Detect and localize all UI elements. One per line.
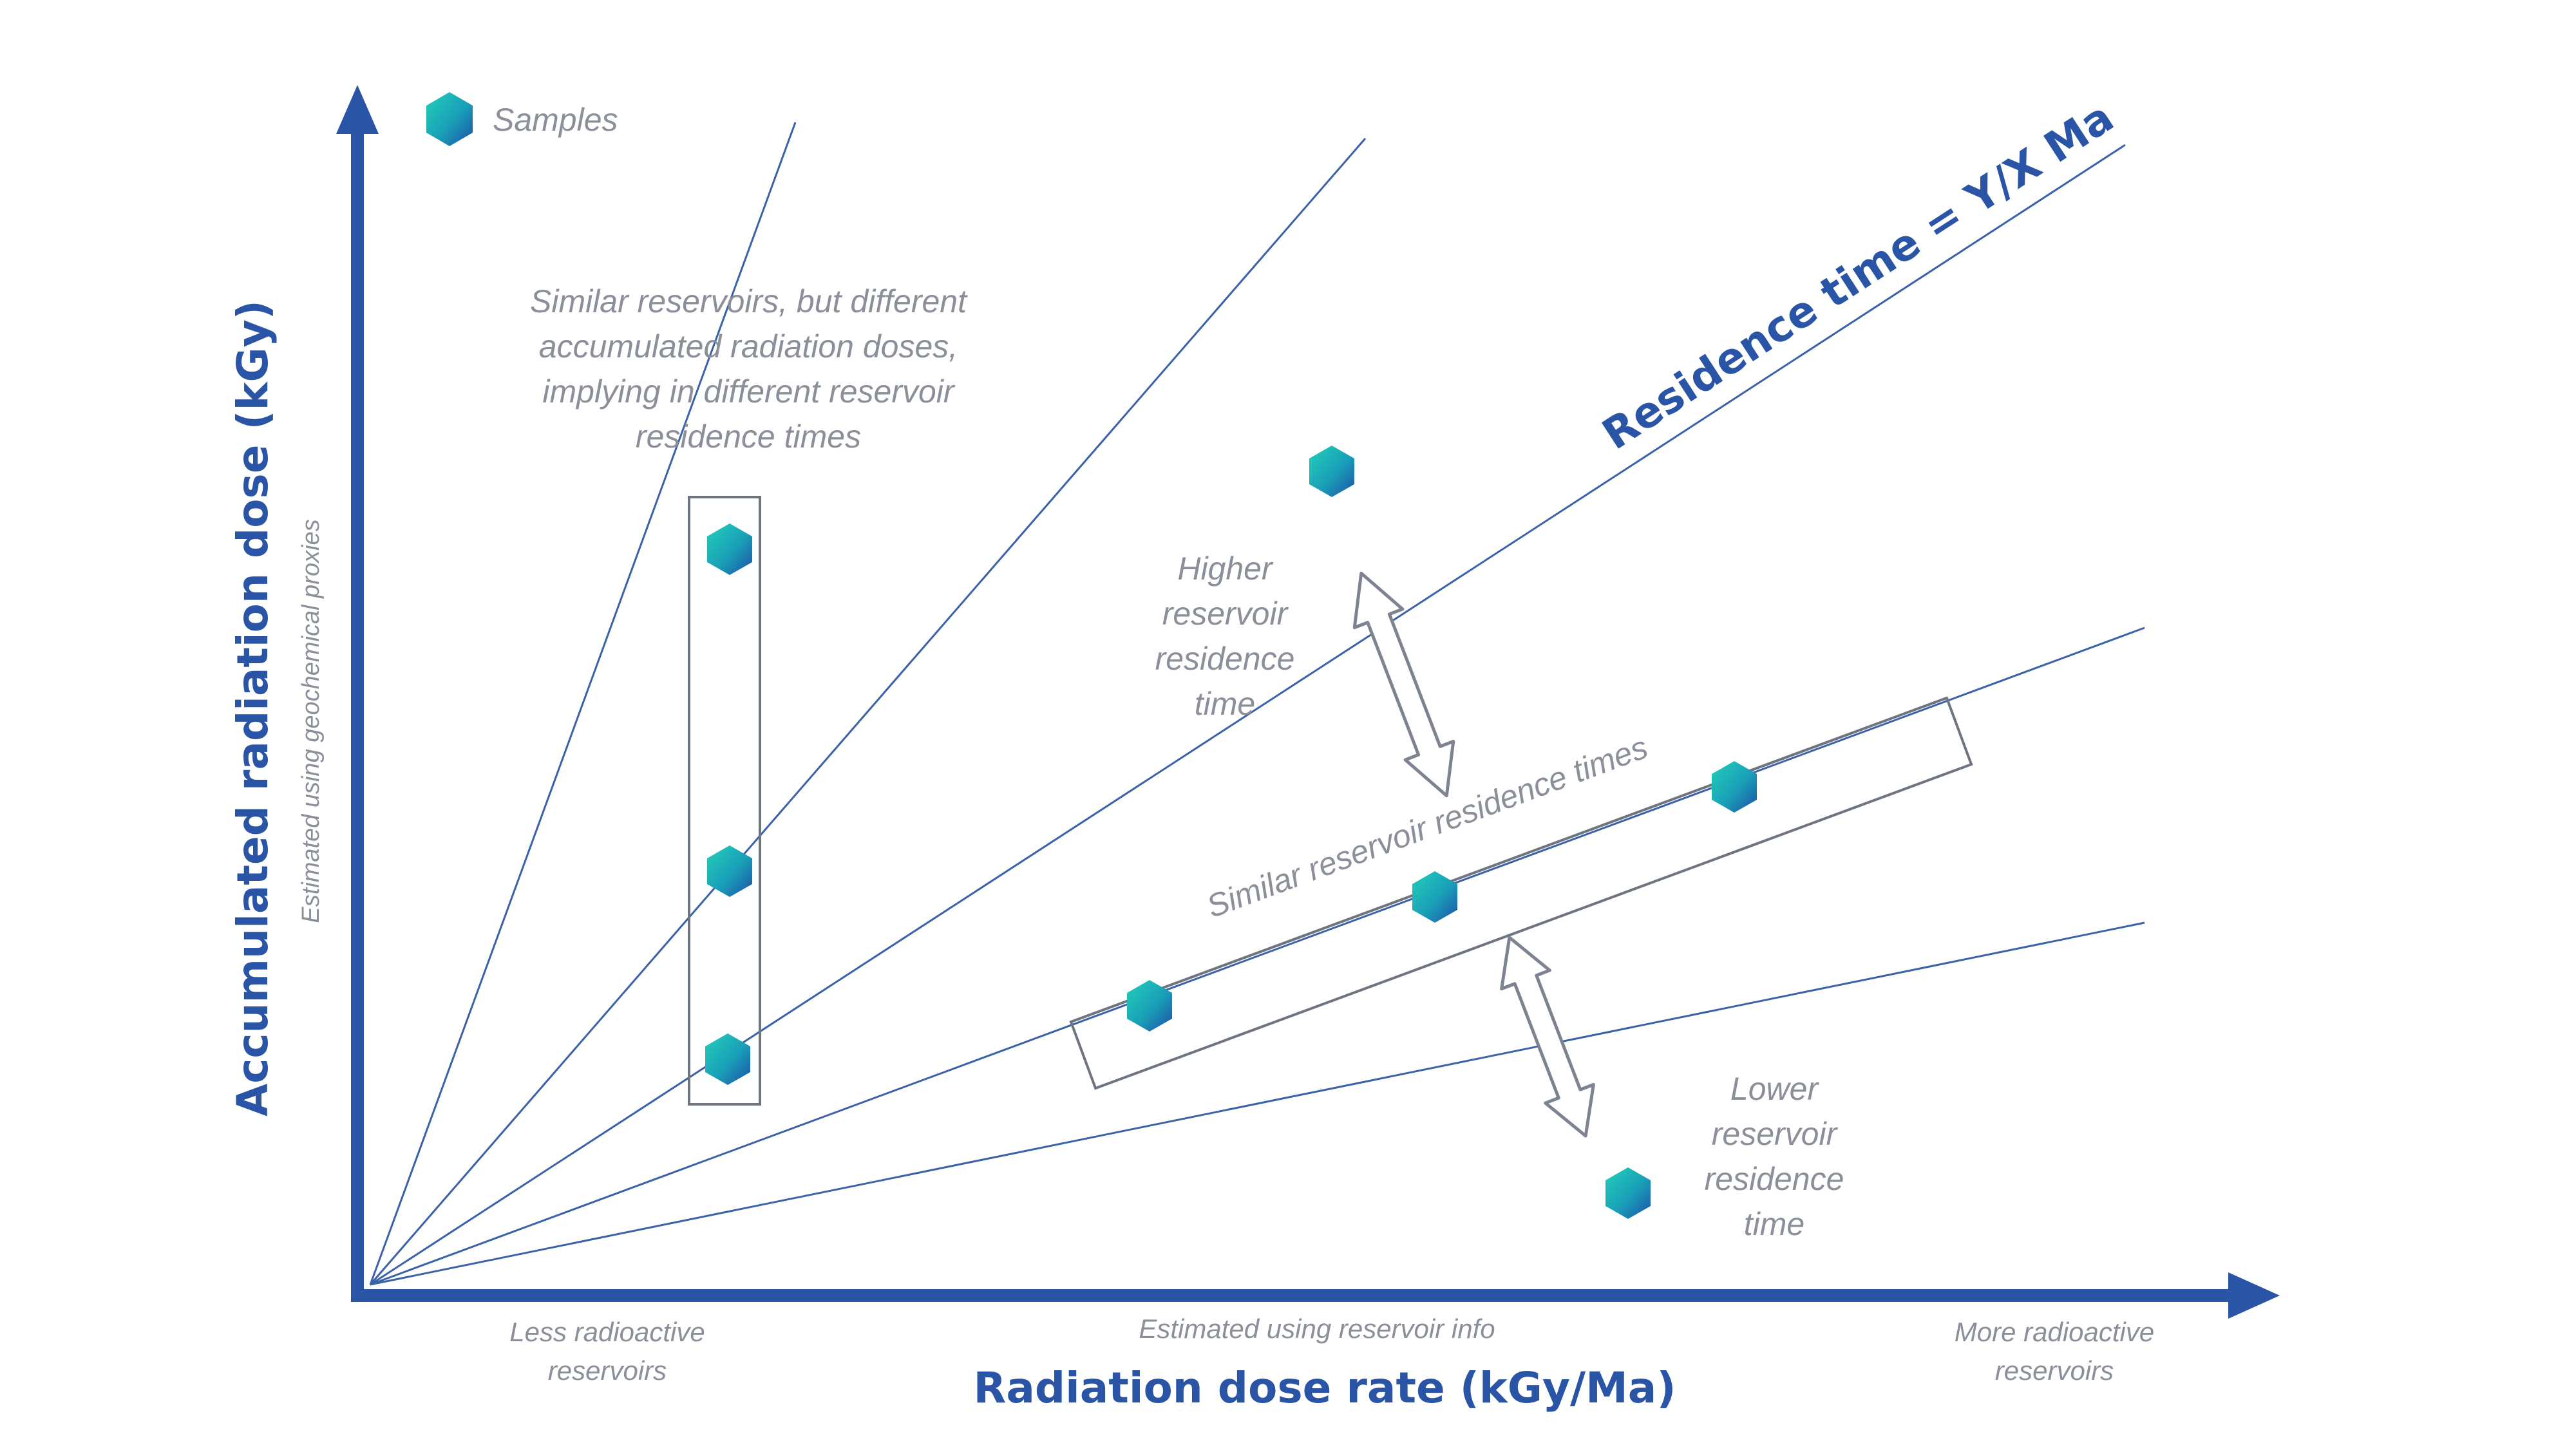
annotation-line: accumulated radiation doses,	[539, 328, 958, 364]
annotation-line: Higher	[1177, 551, 1274, 587]
x-axis-right-note: More radioactive reservoirs	[1955, 1317, 2154, 1386]
annotation-line: implying in different reservoir	[542, 373, 955, 410]
higher-double-arrow	[1352, 571, 1455, 798]
sample-hexagon-icon	[707, 845, 752, 897]
y-axis-subtitle: Estimated using geochemical proxies	[298, 519, 325, 923]
legend-samples-label: Samples	[493, 102, 618, 138]
annotation-line: time	[1744, 1206, 1804, 1242]
x-axis-right-note-line: reservoirs	[1995, 1355, 2114, 1386]
guide-line-4	[370, 627, 2145, 1286]
annotation-line: residence times	[636, 419, 861, 455]
guide-line-5	[370, 921, 2145, 1286]
annotation-lower-time: Lower reservoir residence time	[1705, 1071, 1844, 1242]
x-axis-title: Radiation dose rate (kGy/Ma)	[974, 1363, 1676, 1413]
guide-lines	[369, 122, 2145, 1286]
sample-hexagon-icon	[1605, 1167, 1651, 1219]
annotation-line: Lower	[1730, 1071, 1820, 1107]
vertical-group-box	[688, 496, 761, 1106]
y-axis-title: Accumulated radiation dose (kGy)	[228, 300, 278, 1117]
x-axis-arrowhead	[2228, 1272, 2280, 1319]
annotation-similar-reservoirs: Similar reservoirs, but different accumu…	[530, 283, 968, 455]
guide-line-3	[370, 144, 2126, 1286]
sample-hexagon-icon	[705, 1033, 750, 1085]
diagonal-group-box	[1069, 696, 1973, 1090]
annotation-line: reservoir	[1712, 1116, 1839, 1152]
x-axis-left-note-line: Less radioactive	[509, 1317, 705, 1347]
annotation-line: time	[1195, 686, 1255, 722]
axes	[336, 85, 2280, 1319]
annotation-line: residence	[1705, 1161, 1844, 1197]
y-axis-arrowhead	[336, 85, 379, 134]
x-axis-subtitle: Estimated using reservoir info	[1139, 1314, 1495, 1344]
legend-sample-hexagon-icon	[426, 92, 473, 146]
sample-hexagon-icon	[1412, 871, 1457, 923]
residence-time-label: Residence time = Y/X Ma	[1594, 92, 2122, 459]
annotation-line: residence	[1155, 641, 1295, 677]
lower-double-arrow	[1500, 936, 1595, 1138]
x-axis-left-note-line: reservoirs	[548, 1355, 667, 1386]
guide-line-1	[369, 122, 797, 1285]
annotation-line: Similar reservoirs, but different	[530, 283, 968, 319]
x-axis-right-note-line: More radioactive	[1955, 1317, 2154, 1347]
samples	[426, 92, 1757, 1219]
sample-hexagon-icon	[1309, 446, 1354, 497]
x-axis-left-note: Less radioactive reservoirs	[509, 1317, 705, 1386]
annotation-line: reservoir	[1162, 596, 1289, 632]
annotation-higher-time: Higher reservoir residence time	[1155, 551, 1295, 722]
sample-hexagon-icon	[1127, 980, 1172, 1032]
guide-line-2	[369, 138, 1367, 1285]
sample-hexagon-icon	[707, 523, 752, 575]
sample-hexagon-icon	[1712, 761, 1757, 813]
